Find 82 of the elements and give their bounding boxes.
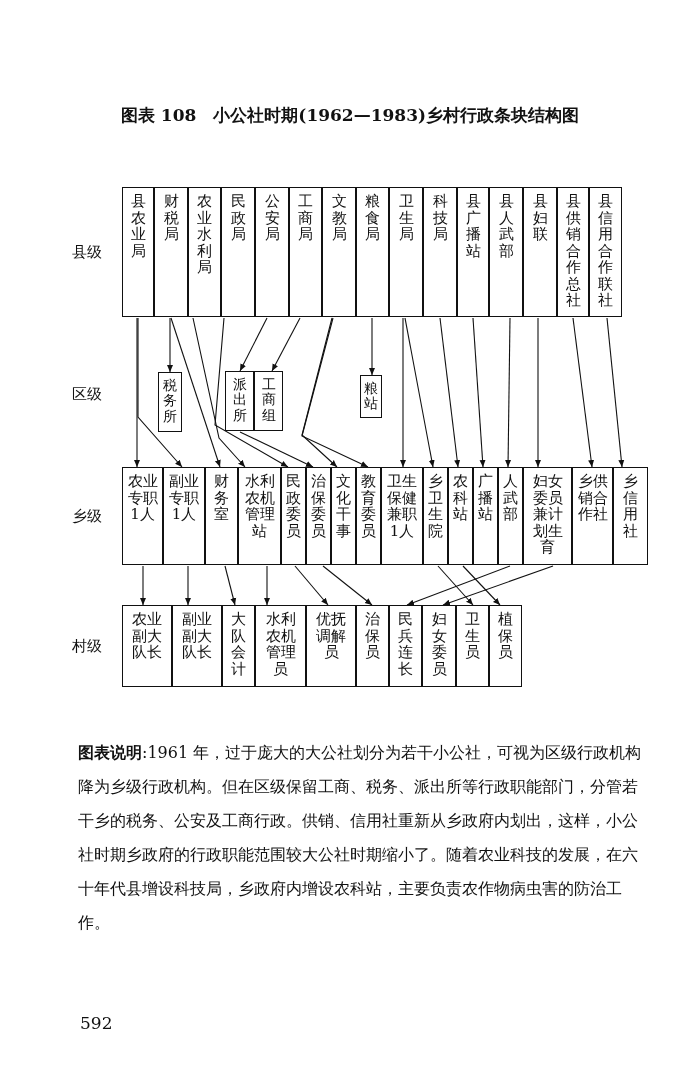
arrow	[505, 317, 512, 468]
township-post-box: 人武部	[498, 467, 523, 565]
village-post-box: 大队会计	[222, 605, 255, 687]
bureau-box: 公安局	[255, 187, 289, 317]
arrow	[167, 317, 173, 373]
arrow	[301, 317, 338, 468]
arrow	[462, 565, 501, 606]
township-post-box: 卫生保健兼职1人	[381, 467, 423, 565]
arrow	[369, 317, 375, 376]
level-label: 县级	[72, 243, 102, 262]
bureau-box: 粮食局	[356, 187, 389, 317]
arrow	[442, 565, 554, 606]
arrow	[406, 565, 511, 606]
bureau-box: 县妇联	[523, 187, 557, 317]
bureau-box: 县信用合作联社	[589, 187, 622, 317]
bureau-box: 县供销合作总社	[557, 187, 589, 317]
office-box: 工商组	[254, 371, 283, 431]
township-post-box: 财务室	[205, 467, 238, 565]
arrow	[301, 317, 369, 468]
bureau-box: 文教局	[322, 187, 356, 317]
arrow	[535, 317, 541, 468]
page-number: 592	[80, 1013, 113, 1033]
bureau-box: 县农业局	[122, 187, 154, 317]
arrow	[437, 565, 474, 606]
township-post-box: 农业专职1人	[122, 467, 163, 565]
village-post-box: 植保员	[489, 605, 522, 687]
township-post-box: 广播站	[473, 467, 498, 565]
township-post-box: 民政委员	[281, 467, 306, 565]
level-label: 村级	[72, 637, 102, 656]
village-post-box: 农业副大队长	[122, 605, 172, 687]
bureau-box: 县广播站	[457, 187, 489, 317]
bureau-box: 财税局	[154, 187, 188, 317]
arrow	[140, 565, 146, 606]
figure-title: 图表 108 小公社时期(1962—1983)乡村行政条块结构图	[119, 104, 581, 127]
arrow	[322, 565, 373, 606]
arrow	[170, 317, 221, 468]
village-post-box: 民兵连长	[389, 605, 422, 687]
bureau-box: 工商局	[289, 187, 322, 317]
bureau-box: 卫生局	[389, 187, 423, 317]
arrow	[472, 317, 486, 468]
arrow	[400, 317, 406, 468]
bureau-box: 科技局	[423, 187, 457, 317]
arrow	[239, 431, 314, 468]
arrow	[192, 317, 246, 468]
arrow	[572, 317, 595, 468]
caption-paragraph: 图表说明:1961 年，过于庞大的大公社划分为若干小公社，可视为区级行政机构降为乡级行政机构。但在区级保留工商、税务、派出所等行政职能部门，分管若干乡的税务、公安及工商行政。供销、信用社重新从乡政府内划出，这样，小公社时期乡政府的行政职能范围较大公社时期缩小了。随着农业科技的发展，在六十年代县增设科技局，乡政府内增设农科站，主要负责农作物病虫害的防治工作。	[78, 742, 643, 934]
township-post-box: 乡信用社	[613, 467, 648, 565]
township-post-box: 乡卫生院	[423, 467, 448, 565]
township-post-box: 副业专职1人	[163, 467, 205, 565]
village-post-box: 优抚调解员	[306, 605, 356, 687]
level-label: 乡级	[72, 507, 102, 526]
village-post-box: 治保员	[356, 605, 389, 687]
bureau-box: 民政局	[221, 187, 255, 317]
office-box: 税务所	[158, 372, 182, 432]
level-label: 区级	[72, 385, 102, 404]
township-post-box: 水利农机管理站	[238, 467, 281, 565]
township-post-box: 乡供销合作社	[572, 467, 613, 565]
arrow	[185, 565, 191, 606]
arrow	[214, 317, 289, 468]
arrow	[134, 317, 140, 468]
arrow	[271, 317, 301, 372]
village-post-box: 卫生员	[456, 605, 489, 687]
township-post-box: 治保委员	[306, 467, 331, 565]
arrow	[224, 565, 237, 606]
arrow	[239, 317, 268, 372]
township-post-box: 农科站	[448, 467, 473, 565]
bureau-box: 农业水利局	[188, 187, 221, 317]
village-post-box: 妇女委员	[422, 605, 456, 687]
village-post-box: 水利农机管理员	[255, 605, 306, 687]
arrow	[404, 317, 435, 468]
arrow	[606, 317, 625, 468]
township-post-box: 妇女委员兼计划生育	[523, 467, 572, 565]
office-box: 粮站	[360, 375, 382, 418]
arrow	[264, 565, 270, 606]
township-post-box: 教育委员	[356, 467, 381, 565]
arrow	[439, 317, 461, 468]
township-post-box: 文化干事	[331, 467, 356, 565]
bureau-box: 县人武部	[489, 187, 523, 317]
village-post-box: 副业副大队长	[172, 605, 222, 687]
arrow	[137, 317, 183, 468]
arrow	[294, 565, 329, 606]
office-box: 派出所	[225, 371, 254, 431]
